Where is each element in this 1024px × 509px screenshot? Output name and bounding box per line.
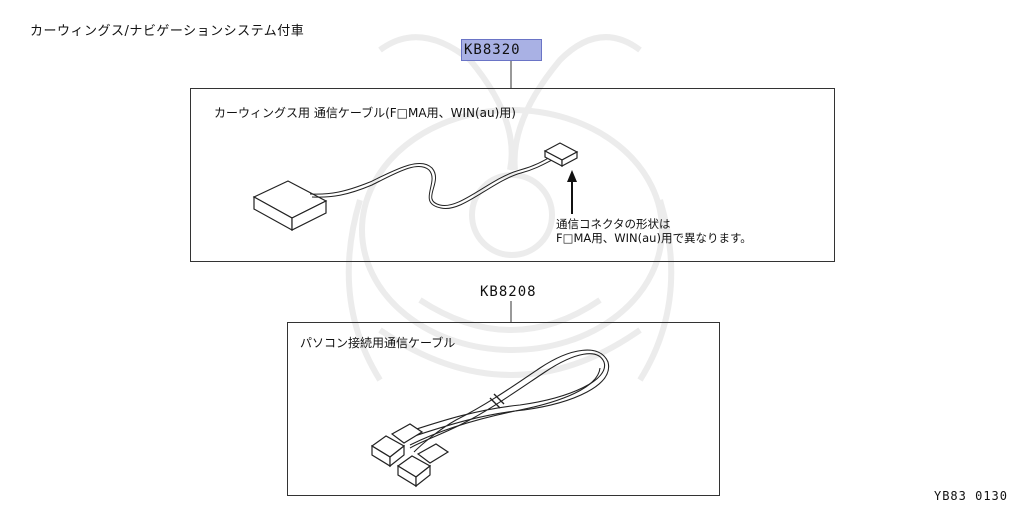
part-code-kb8208[interactable]: KB8208 [480,284,537,300]
comm-cable [309,155,555,209]
diagram-code: YB83 0130 [933,489,1008,503]
watermark-crest [345,34,675,382]
pointer-arrow [567,170,577,214]
pc-cable-plug-1 [370,423,424,468]
pc-cable-plug-2 [396,443,450,488]
comm-module-box [252,180,328,232]
code-highlight [461,39,542,61]
note-line-1: 通信コネクタの形状は [556,217,671,231]
page-title: カーウィングス/ナビゲーションシステム付車 [30,24,305,39]
connector-note: 通信コネクタの形状は F□MA用、WIN(au)用で異なります。 [556,217,752,245]
comm-connector [543,142,579,167]
part-code-kb8320[interactable]: KB8320 [461,39,542,61]
part-box-kb8320 [190,88,835,262]
pc-cable [397,349,610,453]
note-line-2: F□MA用、WIN(au)用で異なります。 [556,231,752,245]
part-description: カーウィングス用 通信ケーブル(F□MA用、WIN(au)用) [214,106,516,120]
part-description-2: パソコン接続用通信ケーブル [300,336,456,350]
part-box-kb8208 [287,322,720,496]
part-code-label: KB8320 [464,42,521,58]
